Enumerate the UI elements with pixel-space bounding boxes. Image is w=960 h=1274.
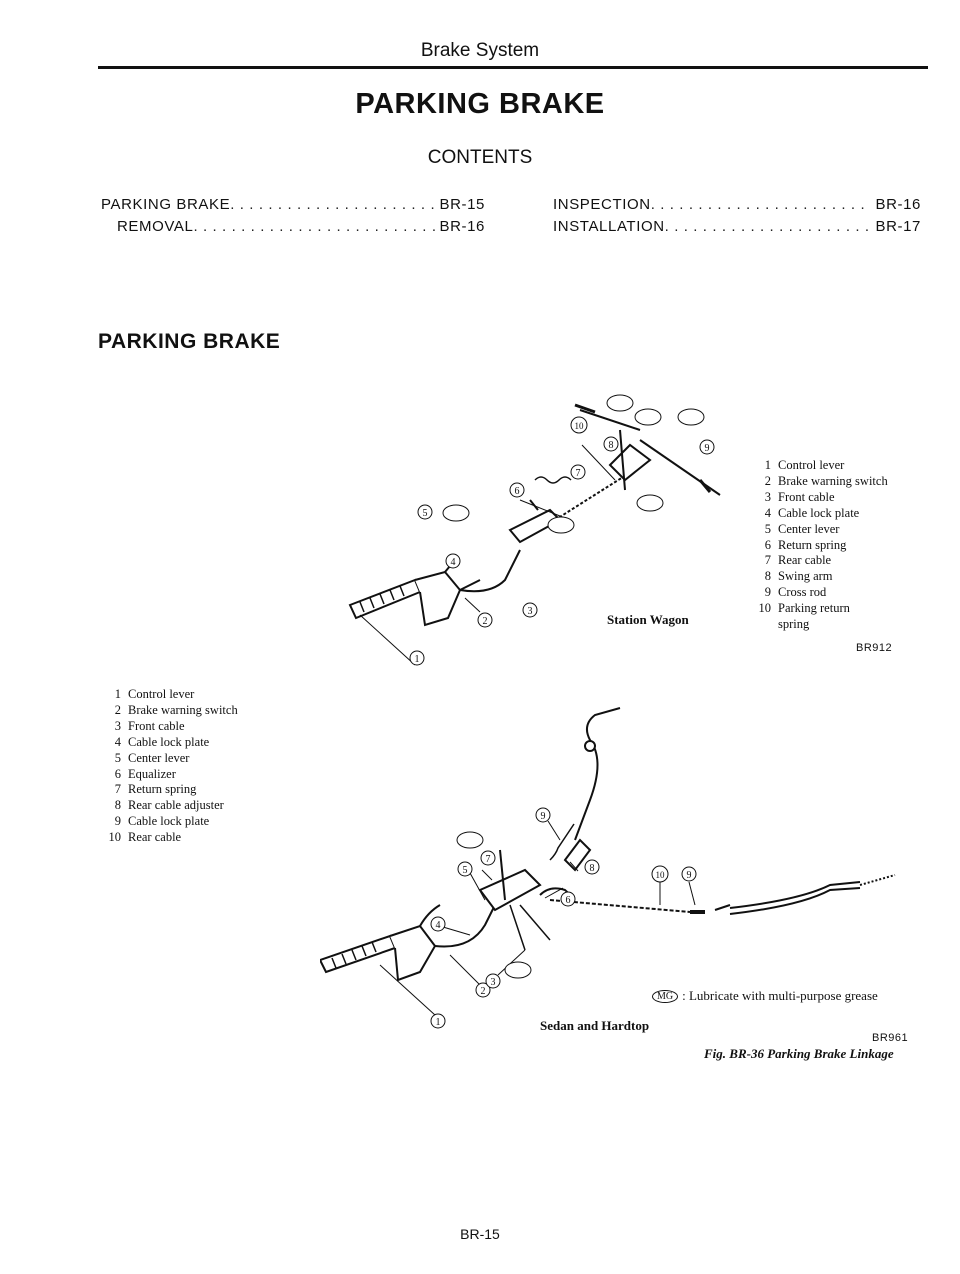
lubrication-note-text: : Lubricate with multi-purpose grease (682, 988, 878, 1003)
svg-text:5: 5 (423, 508, 428, 519)
svg-text:4: 4 (451, 557, 456, 568)
toc-leader (193, 218, 435, 235)
svg-text:9: 9 (687, 870, 692, 881)
svg-text:3: 3 (528, 606, 533, 617)
svg-text:8: 8 (609, 440, 614, 451)
page-number: BR-15 (460, 1226, 500, 1242)
svg-text:4: 4 (436, 920, 441, 931)
svg-text:2: 2 (483, 616, 488, 627)
toc-entry-page: BR-16 (875, 196, 921, 213)
svg-text:6: 6 (566, 895, 571, 906)
sedan-figure-code: BR961 (872, 1032, 909, 1044)
header-rule (98, 66, 928, 69)
svg-text:6: 6 (515, 486, 520, 497)
toc-entry-page: BR-16 (439, 218, 485, 235)
figure-caption: Fig. BR-36 Parking Brake Linkage (704, 1046, 894, 1061)
toc-entry-label: INSPECTION (553, 196, 651, 213)
station-wagon-label: Station Wagon (607, 612, 689, 627)
sedan-label: Sedan and Hardtop (540, 1018, 650, 1033)
running-header: Brake System (420, 40, 540, 61)
svg-text:7: 7 (486, 854, 491, 865)
svg-text:1: 1 (415, 654, 420, 665)
svg-text:9: 9 (541, 811, 546, 822)
page-title: PARKING BRAKE (355, 88, 605, 120)
svg-text:1: 1 (436, 1017, 441, 1028)
toc-entry[interactable]: PARKING BRAKE BR-15 (101, 196, 485, 213)
svg-text:7: 7 (576, 468, 581, 479)
toc-leader (651, 196, 872, 213)
svg-text:3: 3 (491, 977, 496, 988)
section-title: PARKING BRAKE (98, 330, 281, 353)
mg-grease-icon: MG (652, 989, 679, 1003)
svg-text:9: 9 (705, 443, 710, 454)
toc-entry-label: PARKING BRAKE (101, 196, 231, 213)
svg-text:2: 2 (481, 986, 486, 997)
sedan-linkage-diagram: 1 2 3 4 5 6 7 8 9 10 9 (320, 707, 896, 1029)
lubrication-note: MG : Lubricate with multi-purpose grease (652, 988, 878, 1004)
toc-entry[interactable]: INSTALLATION BR-17 (553, 218, 921, 235)
toc-leader (665, 218, 872, 235)
toc-entry-label: INSTALLATION (553, 218, 665, 235)
station-wagon-figure-code: BR912 (856, 642, 893, 654)
legend-item: spring (778, 617, 810, 632)
toc-entry[interactable]: INSPECTION BR-16 (553, 196, 921, 213)
toc-leader (230, 196, 435, 213)
svg-text:8: 8 (590, 863, 595, 874)
toc-entry-page: BR-17 (875, 218, 921, 235)
contents-heading: CONTENTS (427, 147, 533, 168)
toc-entry[interactable]: REMOVAL BR-16 (117, 218, 485, 235)
station-wagon-linkage-diagram: 1 2 3 4 5 6 7 8 9 10 (348, 394, 721, 666)
svg-text:10: 10 (575, 421, 585, 431)
toc-entry-page: BR-15 (439, 196, 485, 213)
toc-entry-label: REMOVAL (117, 218, 194, 235)
svg-text:10: 10 (656, 870, 666, 880)
svg-text:5: 5 (463, 865, 468, 876)
